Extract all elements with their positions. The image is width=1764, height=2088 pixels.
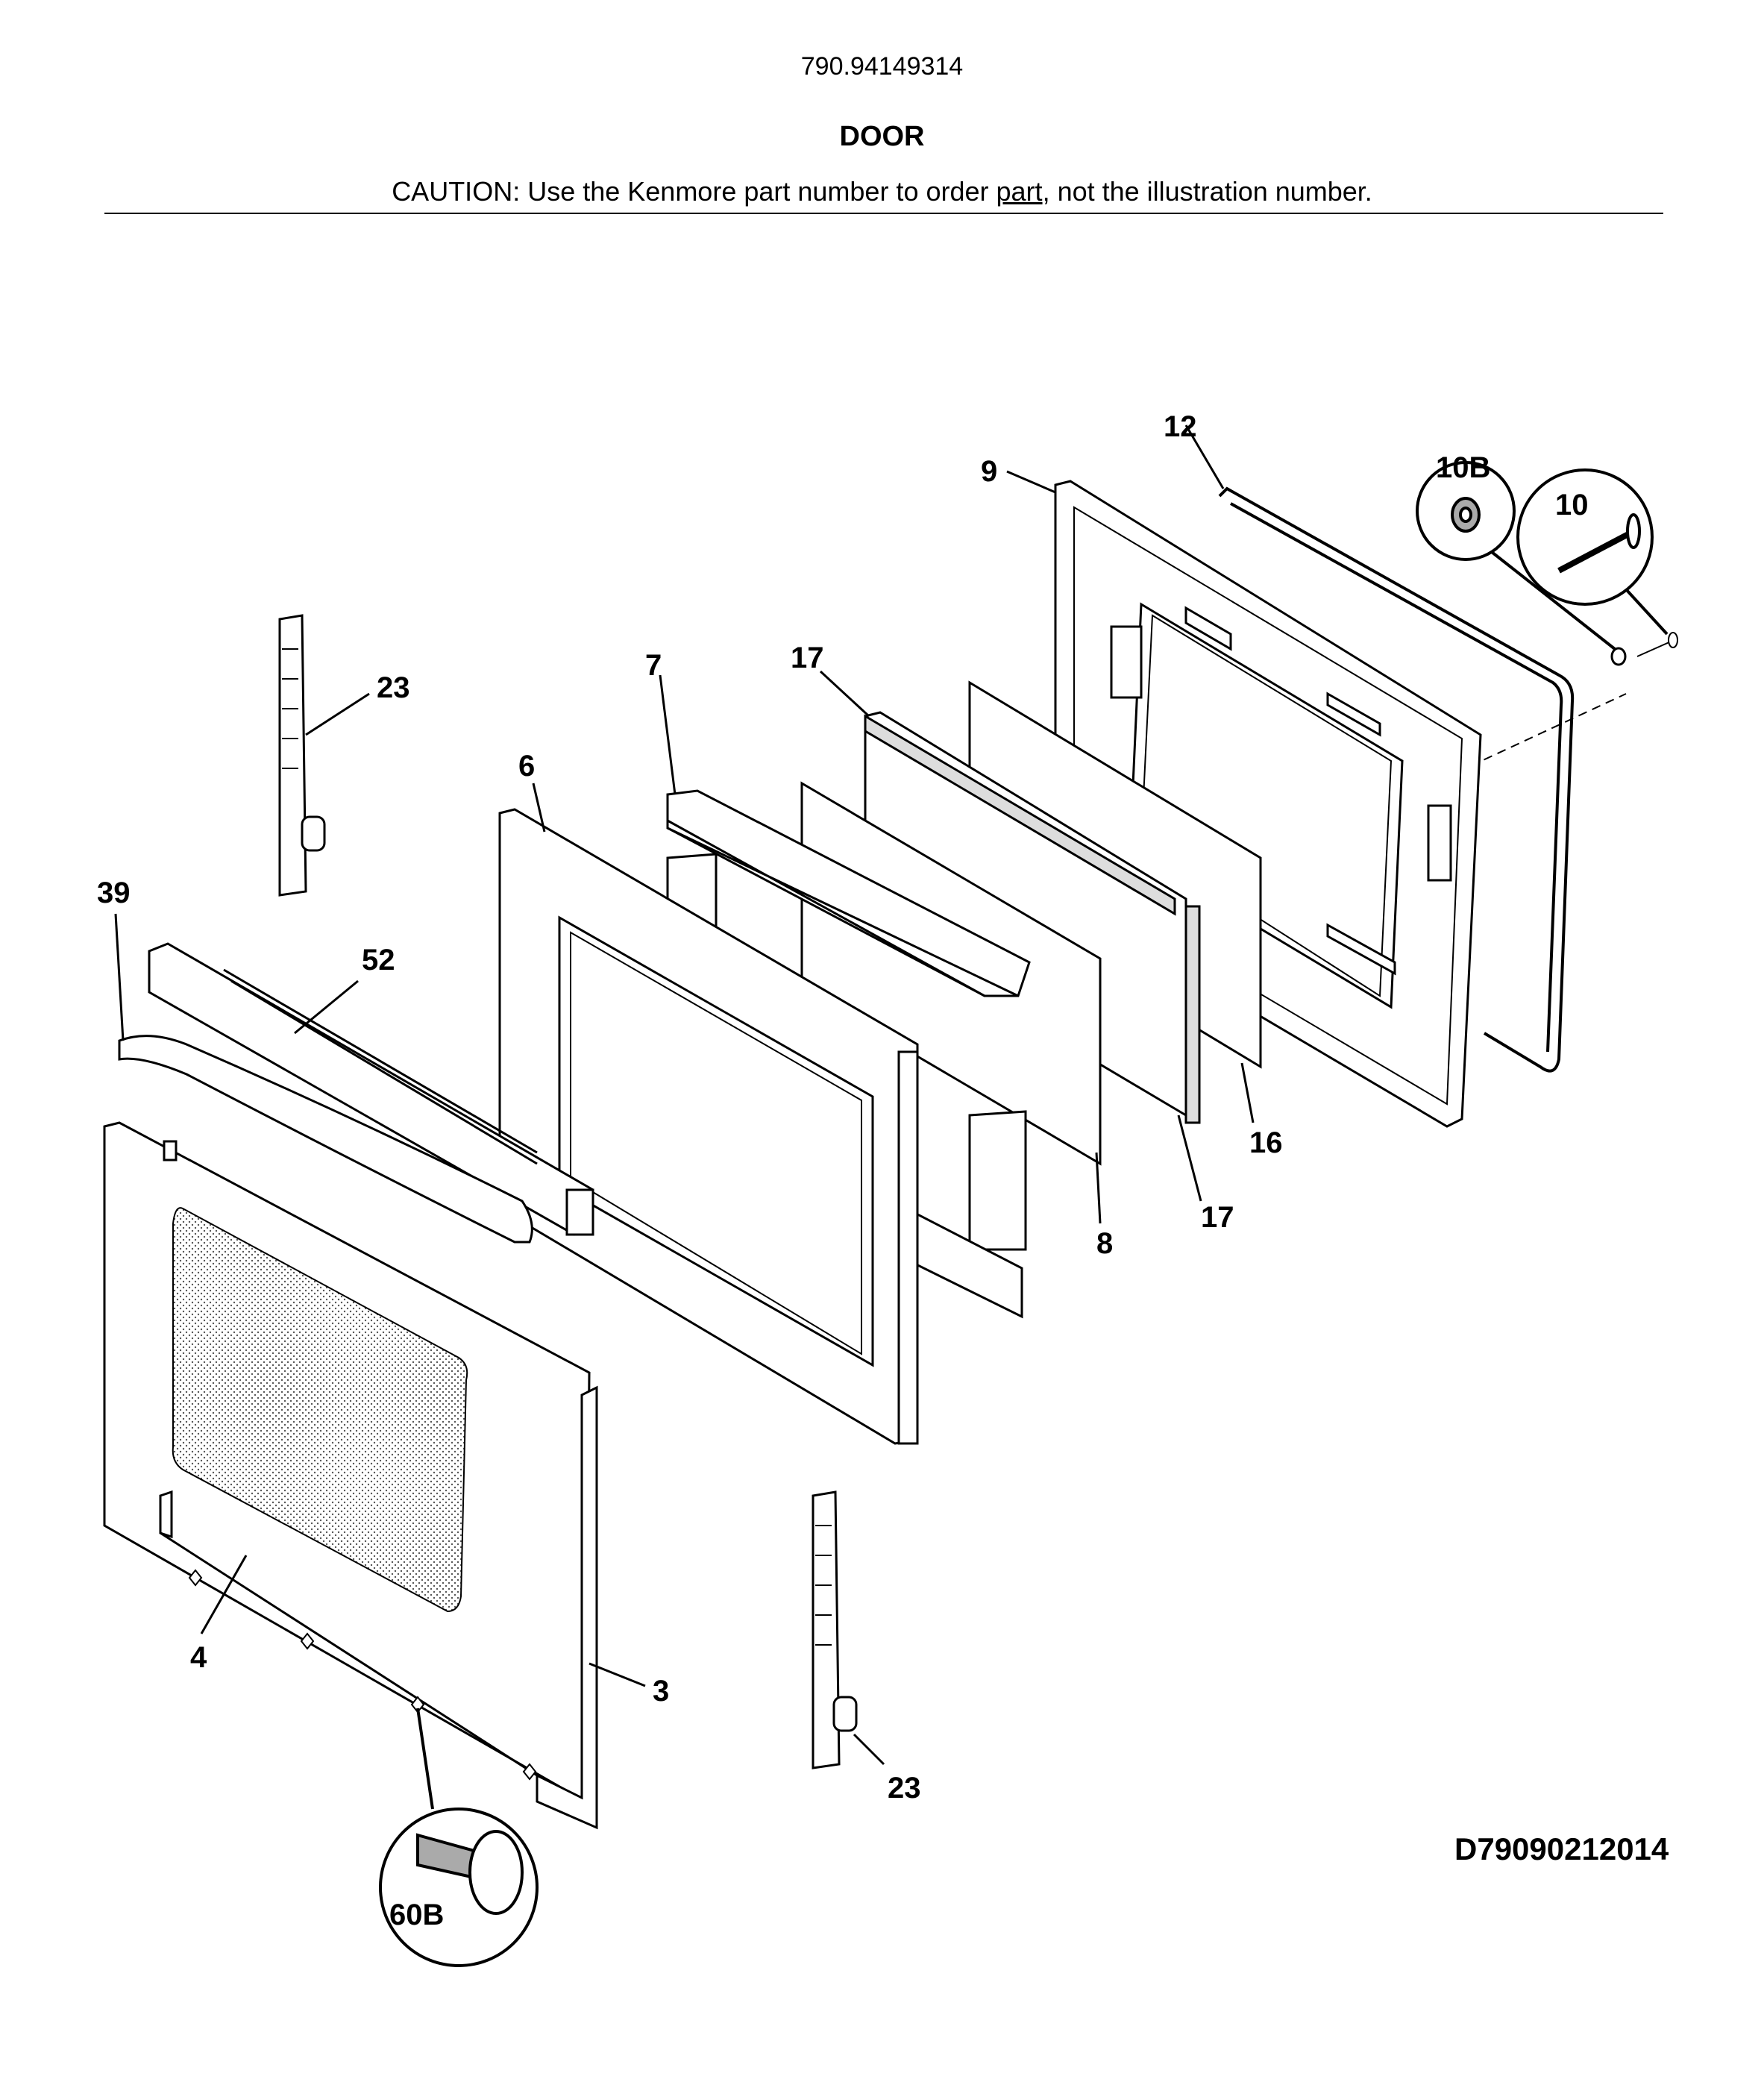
callout-17-top: 17 [791,642,824,674]
callout-17-bottom: 17 [1201,1201,1234,1234]
caution-suffix: , not the illustration number. [1042,176,1372,207]
callout-6: 6 [518,750,535,783]
detail-circle-60B [379,1808,539,1967]
part-6-door-frame[interactable] [498,808,919,1445]
header-divider [104,213,1663,214]
part-23-hinge-bottom[interactable] [812,1490,858,1769]
part-3-door-frame-channel[interactable] [159,1385,598,1830]
callout-9: 9 [981,455,997,488]
section-title: DOOR [839,121,925,152]
part-12-door-gasket[interactable] [1218,486,1575,1073]
callout-16: 16 [1249,1126,1283,1159]
detail-circle-10B [1416,461,1516,561]
callout-39: 39 [97,877,131,909]
callout-23-top: 23 [377,671,410,704]
caution-text: CAUTION: Use the Kenmore part number to … [0,176,1764,207]
part-39-handle-trim[interactable] [118,1035,533,1244]
part-52-handle[interactable] [148,942,594,1236]
detail-circle-10 [1516,468,1654,606]
leader-10B [1490,551,1616,650]
diagram-id: D79090212014 [1454,1831,1669,1866]
callout-8: 8 [1096,1227,1113,1260]
leader-60B [416,1708,434,1810]
caution-part-link[interactable]: part [996,176,1043,207]
callout-52: 52 [362,944,395,976]
callout-23-bottom: 23 [888,1772,921,1805]
callout-60B: 60B [389,1899,444,1931]
part-9-door-liner[interactable] [1054,480,1482,1128]
callout-10: 10 [1555,489,1589,521]
callout-10B: 10B [1436,451,1490,484]
part-10B-washer-small[interactable] [1610,647,1627,666]
part-23-hinge-top[interactable] [278,614,326,897]
caution-prefix: CAUTION: Use the Kenmore part number to … [392,176,996,207]
leader-10 [1625,588,1669,636]
leader-lines [114,424,1255,1766]
callout-4: 4 [190,1641,207,1674]
part-60B-screws[interactable] [188,1569,537,1781]
callout-7: 7 [645,649,662,682]
callout-12: 12 [1164,410,1197,443]
part-10-bolt-small[interactable] [1636,632,1678,657]
callout-3: 3 [653,1675,669,1708]
model-number: 790.94149314 [800,52,964,81]
